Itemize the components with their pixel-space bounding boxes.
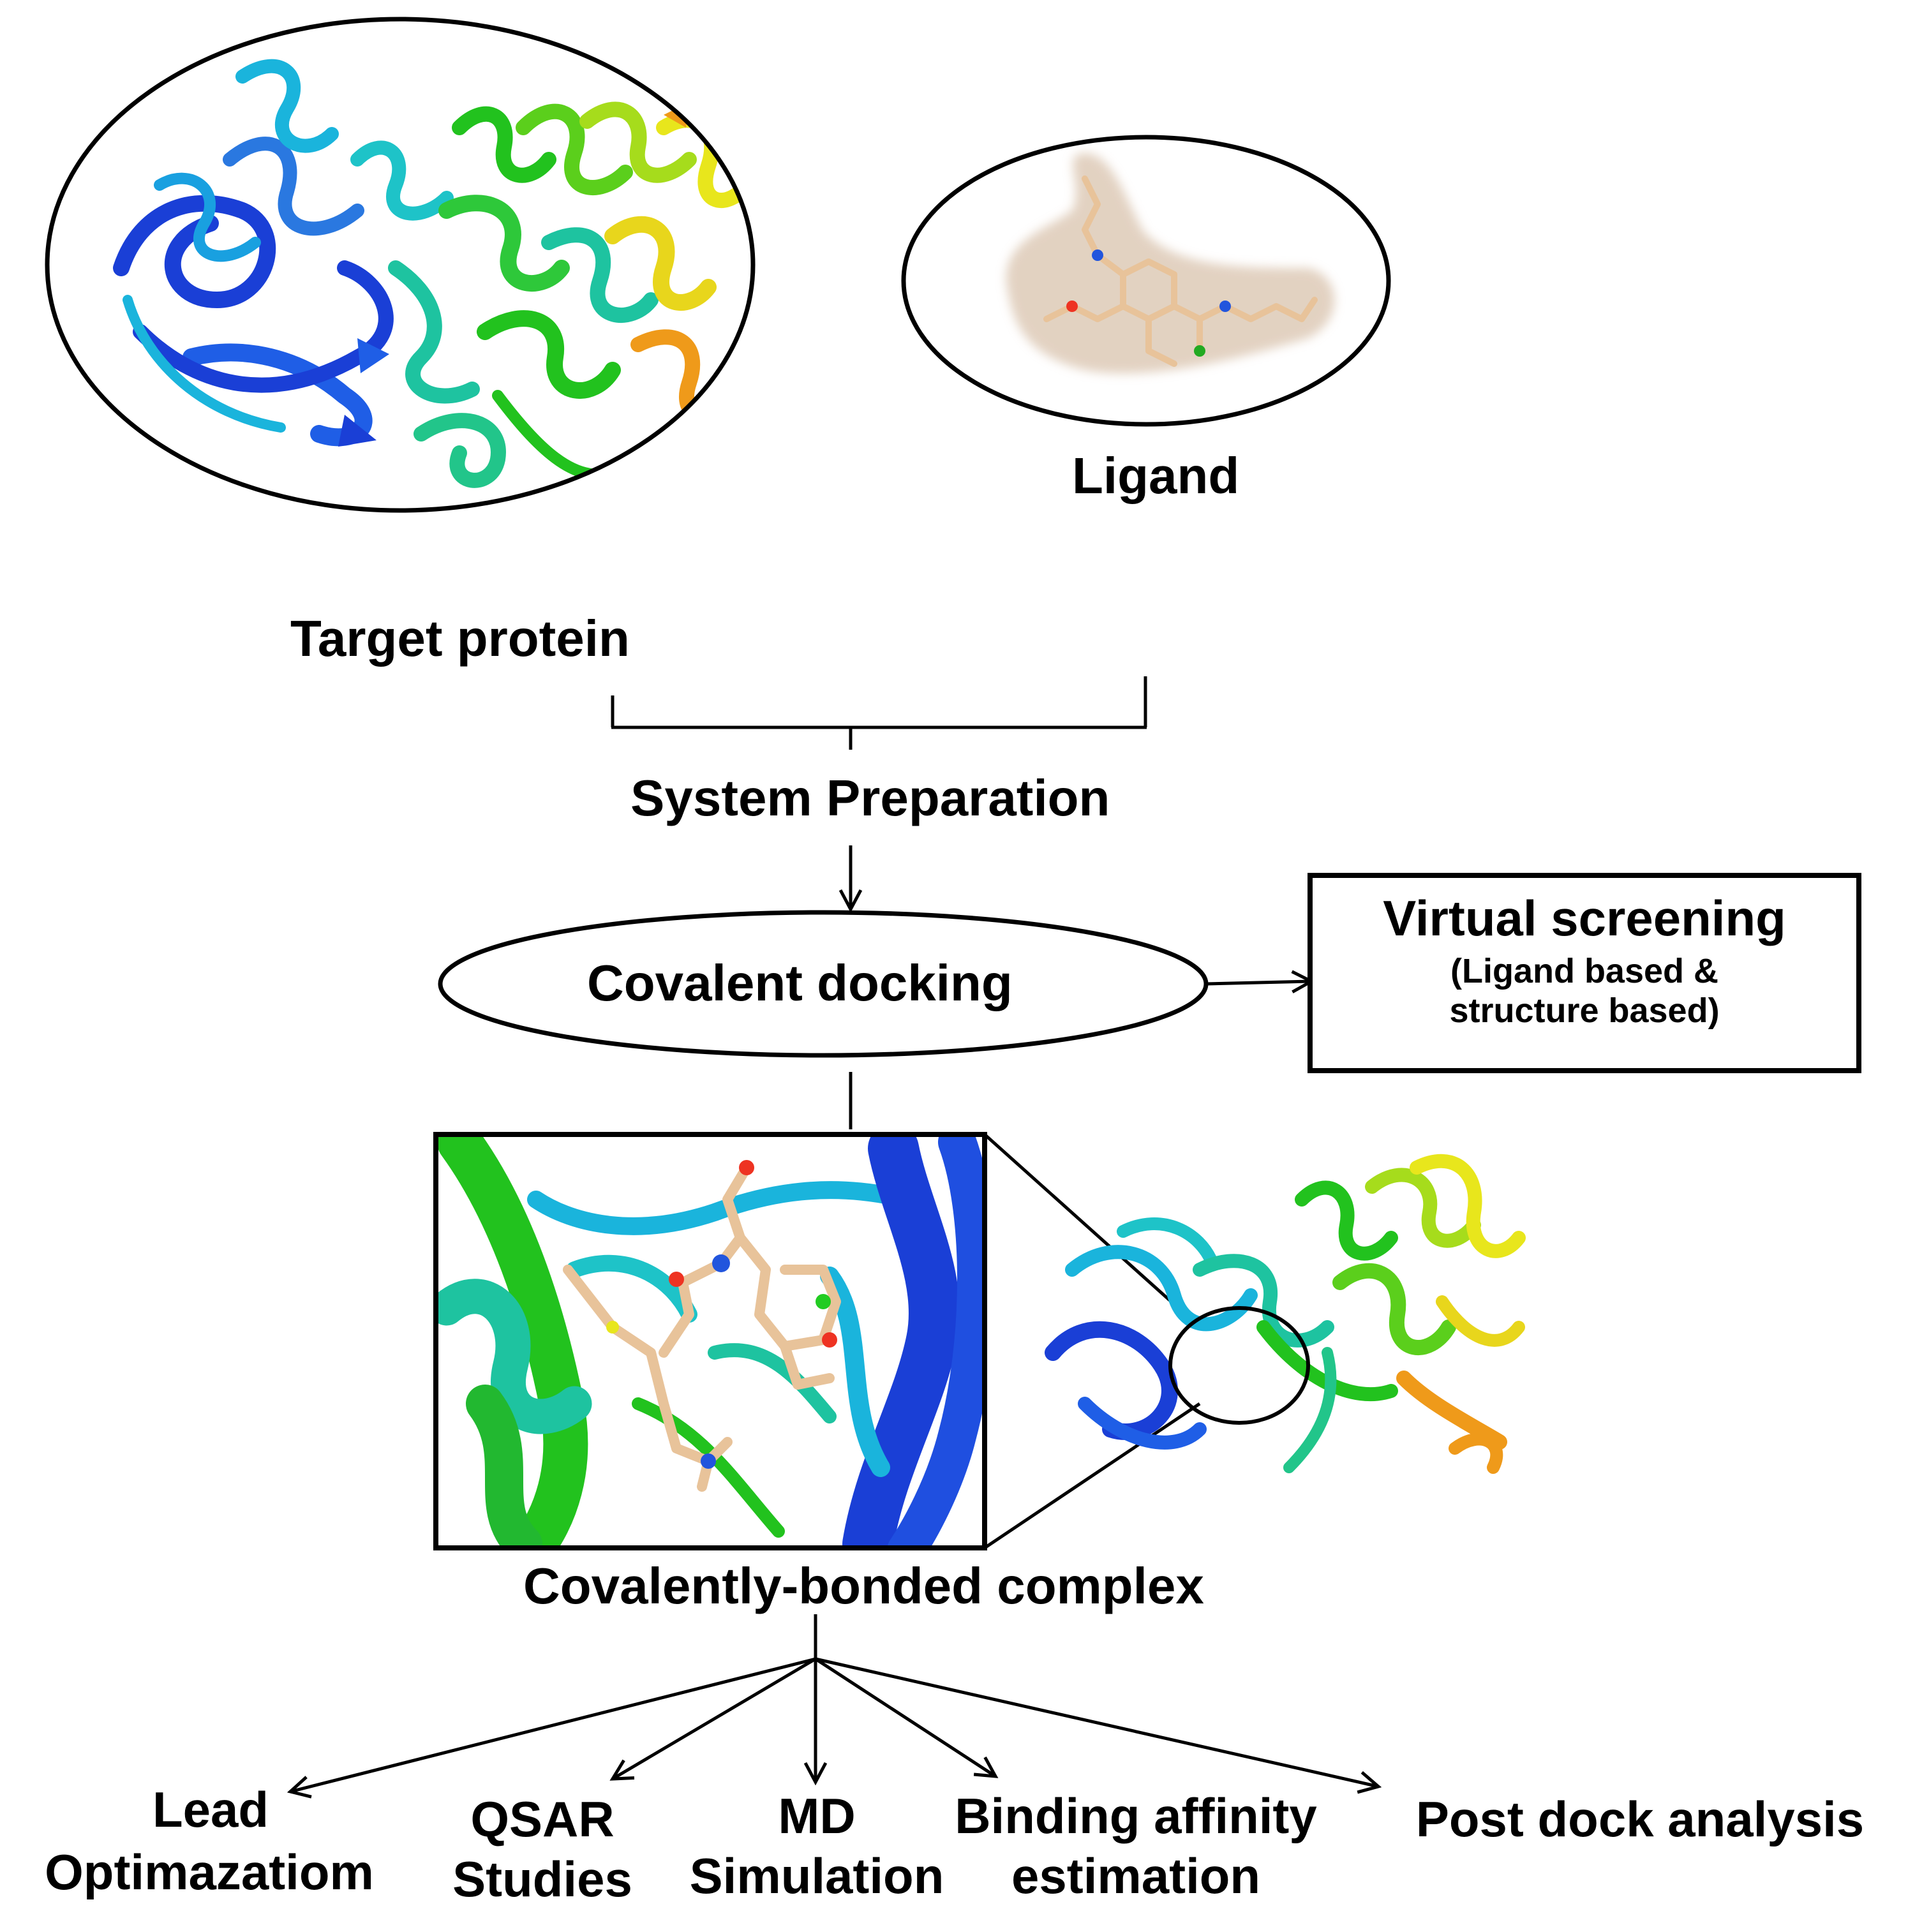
virtual-screening-title: Virtual screening [1383,890,1786,946]
arrow-to-output-0 [287,1657,816,1799]
ligand-illustration [1006,153,1335,374]
zoom-connector-bottom [983,1402,1201,1550]
zoom-connector-top [983,1133,1201,1328]
output-2-line1: MD [778,1788,856,1844]
virtual-screening-sub-1: (Ligand based & [1450,951,1719,990]
output-0-line2: Optimazatiom [45,1844,374,1900]
output-3-line2: estimation [1011,1847,1261,1904]
output-md-simulation: MD Simulation [670,1787,964,1906]
complex-overview-illustration [1045,1154,1526,1474]
output-binding-affinity: Binding affinity estimation [925,1787,1346,1906]
arrow-to-output-3 [814,1657,999,1778]
output-2-line2: Simulation [689,1847,944,1904]
output-fan [287,1614,1382,1799]
zoom-inset-frame [433,1132,987,1550]
output-post-dock-analysis: Post dock analysis [1378,1790,1902,1850]
arrow-to-virtual-screening [1205,970,1315,993]
virtual-screening-sub-2: structure based) [1449,991,1720,1030]
target-protein-illustration [113,59,753,510]
output-qsar-studies: QSAR Studies [434,1790,651,1909]
virtual-screening-box [1308,873,1861,1073]
output-1-line2: Studies [452,1850,632,1907]
output-4-line1: Post dock analysis [1415,1791,1865,1847]
output-0-line1: Lead [152,1781,269,1838]
binding-site-ellipse [1168,1306,1310,1425]
output-1-line1: QSAR [470,1791,615,1847]
output-lead-optimization-line2: Optimazatiom [18,1843,401,1903]
target-protein-ellipse [45,17,756,513]
arrow-to-output-4 [815,1657,1382,1794]
complex-label: Covalently-bonded complex [523,1557,1204,1614]
complex-zoom-inset [436,1134,985,1548]
output-lead-optimization: Lead [102,1780,319,1840]
merge-bracket [611,676,1147,750]
output-3-line1: Binding affinity [955,1788,1317,1844]
ligand-ellipse [901,135,1391,427]
target-protein-label: Target protein [290,610,630,667]
ligand-label: Ligand [1072,447,1240,504]
arrow-to-output-1 [609,1657,817,1781]
system-preparation-label: System Preparation [630,769,1110,826]
virtual-screening-text: Virtual screening (Ligand based & struct… [1310,890,1859,1030]
covalent-docking-label: Covalent docking [587,955,1013,1011]
